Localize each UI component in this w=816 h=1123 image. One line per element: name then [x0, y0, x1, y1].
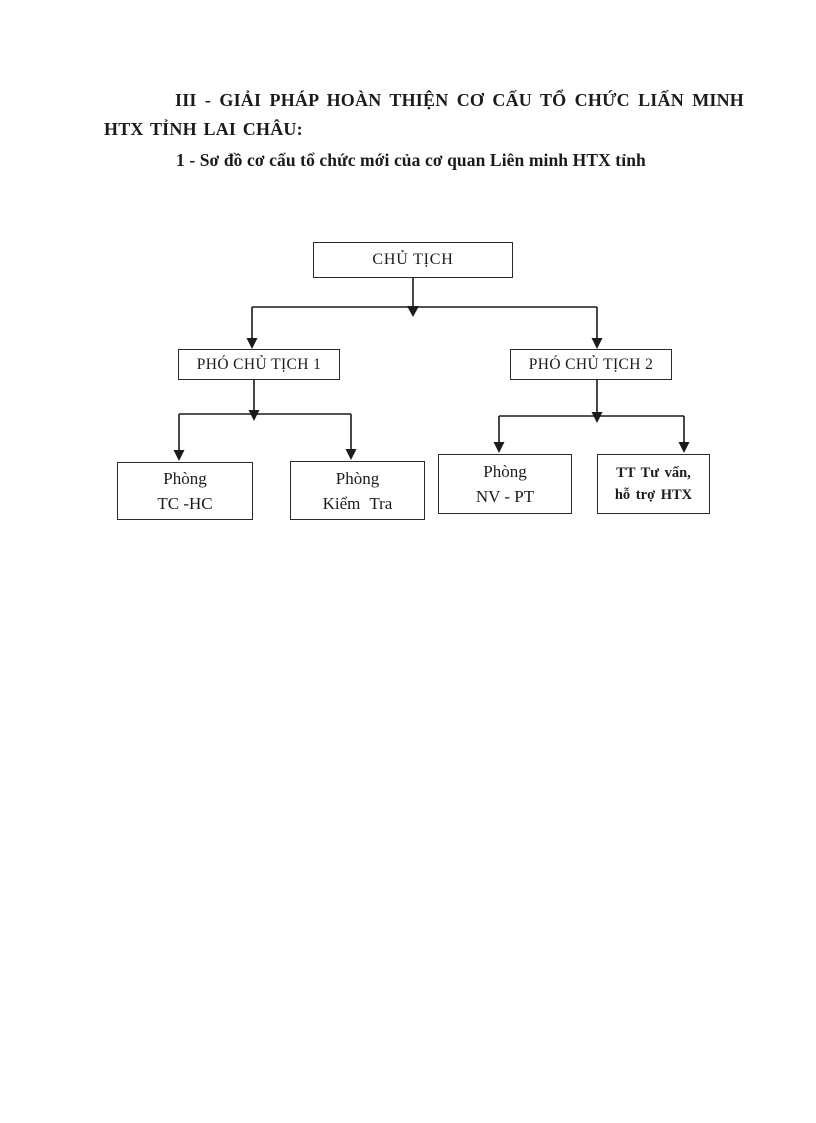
org-box-label: CHỦ TỊCH [372, 251, 454, 268]
arrowhead-down-icon [591, 412, 603, 423]
org-box-label-line2: NV - PT [475, 487, 535, 506]
section-heading-line1: III - GIẢI PHÁP HOÀN THIỆN CƠ CẤU TỔ CHỨ… [175, 90, 744, 110]
arrowhead-down-icon [678, 442, 690, 453]
org-box-dept-tc-hc: Phòng TC -HC [117, 462, 253, 520]
org-box-label-line1: Phòng [483, 462, 527, 481]
org-box-chairman: CHỦ TỊCH [313, 242, 513, 278]
connector-chairman-tree [246, 278, 603, 349]
org-box-label: PHÓ CHỦ TỊCH 1 [196, 355, 322, 373]
org-box-label-line1: Phòng [335, 468, 380, 488]
org-box-label-line2: TC -HC [157, 494, 213, 513]
org-box-label-line1: Phòng [163, 469, 207, 488]
arrowhead-down-icon [246, 338, 258, 349]
section-heading: III - GIẢI PHÁP HOÀN THIỆN CƠ CẤU TỔ CHỨ… [104, 86, 744, 144]
arrowhead-down-icon [591, 338, 603, 349]
org-box-label: PHÓ CHỦ TỊCH 2 [528, 355, 654, 373]
connector-vp1-tree [173, 380, 357, 461]
org-box-dept-kiem-tra: Phòng Kiểm Tra [290, 461, 425, 520]
arrowhead-down-icon [493, 442, 505, 453]
org-box-label-line2: Kiểm Tra [322, 493, 393, 513]
org-box-vice-chairman-1: PHÓ CHỦ TỊCH 1 [178, 349, 340, 380]
org-box-center-tu-van-ho-tro-htx: TT Tư vấn, hỗ trợ HTX [597, 454, 710, 514]
org-box-label-line1: TT Tư vấn, [616, 465, 691, 481]
org-box-label-line2: hỗ trợ HTX [614, 487, 693, 503]
arrowhead-down-icon [248, 410, 260, 421]
arrowhead-down-icon [345, 449, 357, 460]
org-box-vice-chairman-2: PHÓ CHỦ TỊCH 2 [510, 349, 672, 380]
connector-vp2-tree [493, 380, 690, 453]
subsection-heading: 1 - Sơ đồ cơ cấu tổ chức mới của cơ quan… [176, 150, 646, 170]
section-heading-line2: HTX TỈNH LAI CHÂU: [104, 119, 303, 139]
org-box-dept-nv-pt: Phòng NV - PT [438, 454, 572, 514]
arrowhead-down-icon [407, 306, 419, 317]
arrowhead-down-icon [173, 450, 185, 461]
